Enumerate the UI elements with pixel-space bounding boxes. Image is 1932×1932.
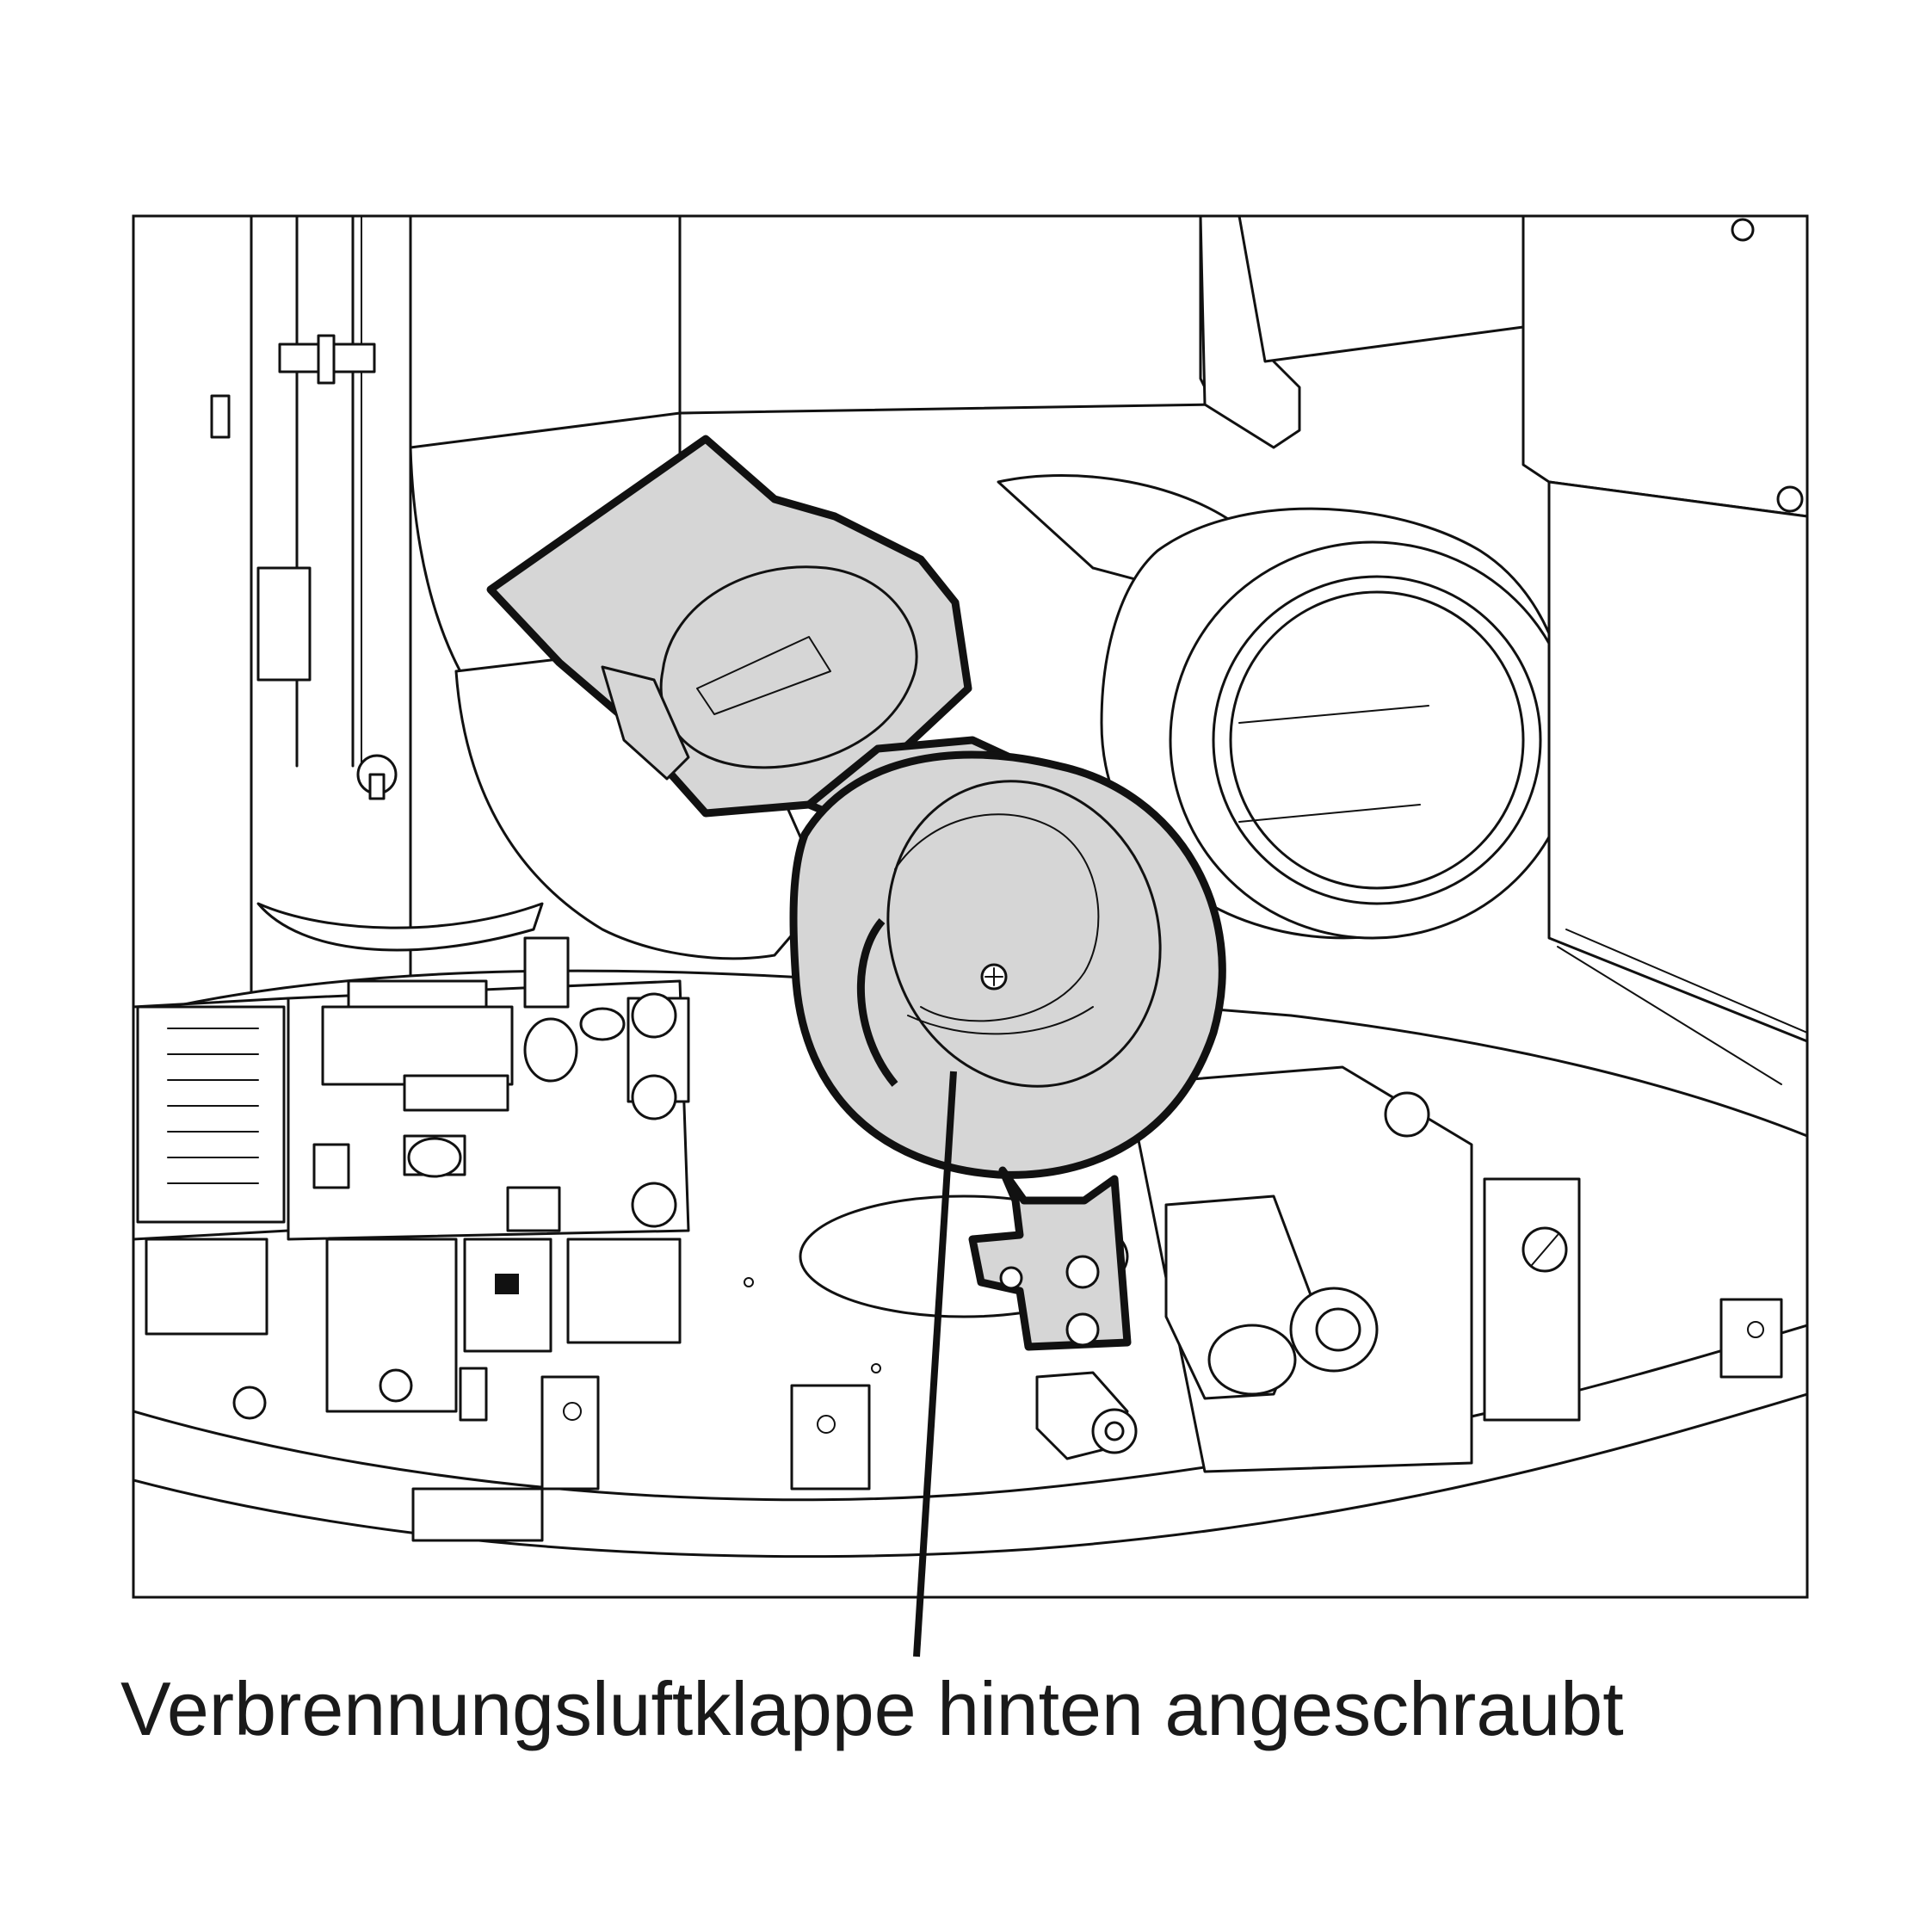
leader-line	[913, 1071, 957, 1657]
upper-housing	[409, 216, 1807, 518]
right-intake-tube	[1100, 507, 1577, 940]
combustion-air-flap	[486, 435, 1226, 1460]
right-side-panel	[1547, 480, 1807, 1085]
circuit-board	[133, 936, 690, 1542]
base-tabs	[540, 1298, 1783, 1491]
figure-caption: Verbrennungsluftklappe hinten angeschrau…	[120, 1666, 1624, 1751]
right-bracket	[1126, 1065, 1581, 1473]
